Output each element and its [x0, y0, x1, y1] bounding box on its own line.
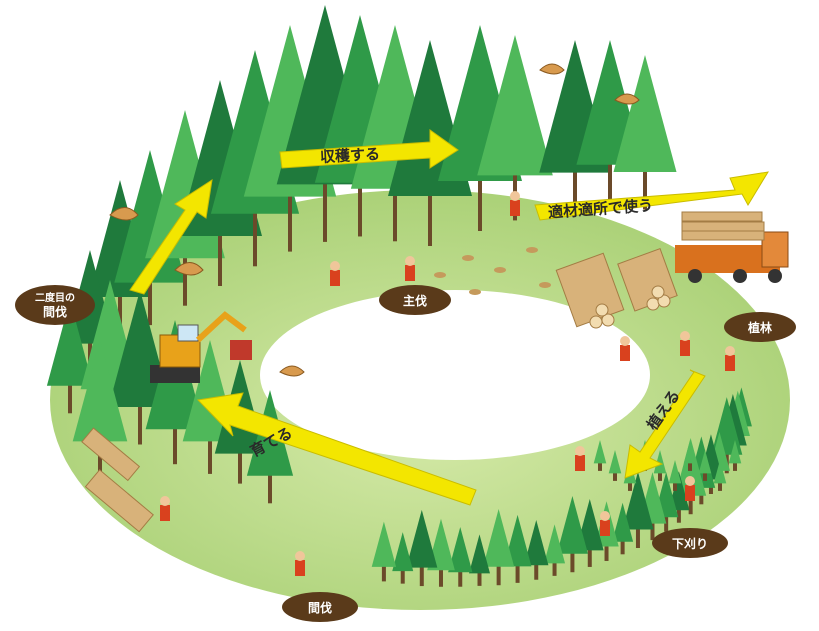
tree — [698, 450, 712, 481]
worker — [295, 551, 305, 576]
tree — [503, 514, 532, 583]
worker — [405, 256, 415, 281]
arrow-use — [534, 171, 769, 221]
badge-nidome-line2: 間伐 — [43, 304, 67, 319]
tree — [593, 440, 607, 471]
log-pile-right — [555, 248, 678, 329]
worker — [725, 346, 735, 371]
tree — [544, 524, 566, 576]
tree — [406, 509, 438, 587]
worker — [575, 446, 585, 471]
tree — [524, 519, 549, 580]
worker — [160, 496, 170, 521]
tree — [613, 55, 677, 210]
excavator — [150, 311, 252, 383]
center-clearing — [260, 290, 650, 460]
badge-shokurin-label: 植林 — [747, 320, 772, 335]
tree — [371, 521, 397, 582]
tree — [392, 532, 414, 584]
log-pile-left — [81, 427, 154, 533]
arrow-harvest — [279, 129, 459, 169]
worker — [510, 191, 520, 216]
birds — [109, 63, 640, 377]
arrow-harvest-label: 収穫する — [320, 145, 381, 166]
badge-nidome-line1: 二度目の — [35, 291, 75, 304]
tree — [612, 502, 634, 555]
tree — [556, 496, 588, 573]
tree — [448, 526, 473, 587]
tree — [468, 534, 490, 586]
tree — [713, 460, 727, 491]
tree — [622, 471, 654, 548]
forest-workers — [160, 191, 735, 576]
tree — [483, 509, 515, 586]
arrow-use-label: 適材適所で使う — [548, 196, 654, 221]
tree — [668, 460, 682, 491]
arrow-second-thinning — [129, 178, 213, 295]
badge-shubatsu: 主伐 — [379, 285, 451, 315]
arrows — [129, 129, 769, 506]
tree — [728, 440, 742, 471]
worker — [680, 331, 690, 356]
stumps — [434, 247, 551, 295]
worker — [685, 476, 695, 501]
badge-kanbatsu-label: 間伐 — [308, 600, 332, 615]
tree — [608, 450, 622, 481]
tree — [683, 440, 697, 471]
badge-kanbatsu: 間伐 — [282, 592, 358, 622]
arrow-grow — [196, 392, 477, 506]
worker — [330, 261, 340, 286]
tree — [653, 450, 667, 481]
badge-shokurin: 植林 — [724, 312, 796, 342]
badge-shitagari-label: 下刈り — [672, 536, 708, 551]
badge-shubatsu-label: 主伐 — [403, 293, 427, 308]
tree — [46, 300, 94, 414]
worker — [600, 511, 610, 536]
badge-shitagari: 下刈り — [652, 528, 728, 558]
arrow-plant — [624, 369, 706, 479]
worker — [620, 336, 630, 361]
badge-nidome: 二度目の 間伐 — [15, 285, 95, 325]
log-truck — [675, 211, 789, 283]
